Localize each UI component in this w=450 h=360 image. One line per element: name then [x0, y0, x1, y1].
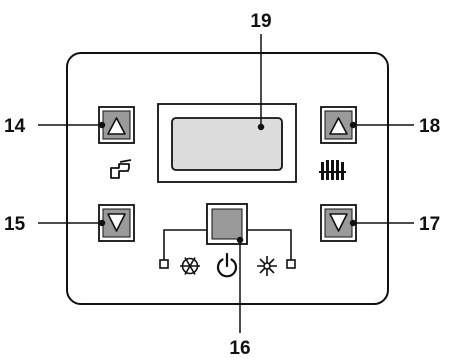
power-icon — [216, 252, 238, 278]
mode-button[interactable] — [206, 203, 248, 245]
arrow-up-icon — [329, 117, 348, 135]
dhw-down-button[interactable] — [98, 204, 135, 242]
display — [157, 103, 297, 183]
callout-dhw-down: 15 — [4, 214, 26, 235]
heating-down-button[interactable] — [320, 204, 357, 242]
heating-up-button[interactable] — [320, 106, 357, 144]
arrow-down-icon — [107, 213, 126, 232]
callout-heating-down: 17 — [419, 214, 440, 235]
snowflake-icon — [180, 257, 200, 275]
arrow-down-icon — [329, 213, 348, 232]
mode-bracket-lines — [159, 229, 296, 269]
callout-mode-button: 16 — [229, 338, 250, 359]
callout-dhw-up: 14 — [4, 116, 26, 137]
sun-icon — [257, 256, 277, 276]
callout-heating-up: 18 — [419, 116, 440, 137]
arrow-up-icon — [107, 117, 126, 135]
faucet-icon — [110, 159, 132, 179]
leader-lines — [38, 34, 414, 333]
callout-display: 19 — [250, 11, 271, 32]
radiator-icon — [319, 160, 346, 180]
dhw-up-button[interactable] — [98, 106, 135, 144]
